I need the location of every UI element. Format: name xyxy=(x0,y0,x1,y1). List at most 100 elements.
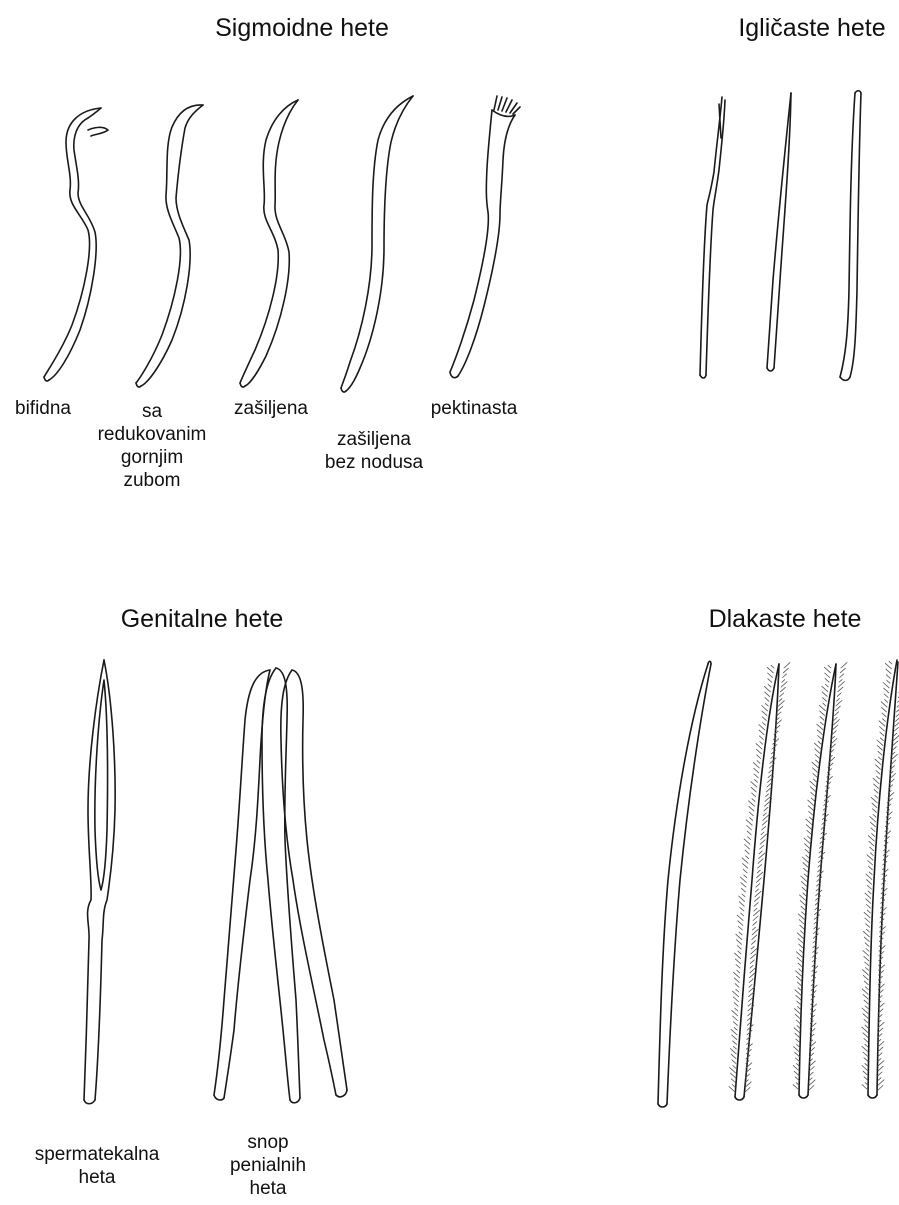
bristle xyxy=(837,699,840,702)
bristle xyxy=(867,880,872,885)
bristle xyxy=(795,1033,800,1038)
bristle xyxy=(863,995,868,1000)
sigmoid-chaeta-bifid xyxy=(44,108,108,381)
bristle xyxy=(767,667,773,672)
bristle xyxy=(800,950,803,953)
bristle xyxy=(817,724,823,729)
bristle xyxy=(823,698,827,702)
bristle xyxy=(876,765,881,770)
bristle xyxy=(754,768,759,773)
bristle xyxy=(777,712,781,716)
bristle xyxy=(878,1066,883,1071)
bristle xyxy=(886,669,891,674)
bristle xyxy=(734,978,739,983)
bristle xyxy=(840,674,844,678)
bristle xyxy=(754,903,758,907)
bristle xyxy=(884,694,888,698)
bristle xyxy=(868,891,871,894)
bristle xyxy=(744,875,747,878)
bristle xyxy=(739,902,744,907)
bristle xyxy=(839,680,842,683)
bristle xyxy=(747,831,751,835)
bristle xyxy=(730,1049,736,1054)
bristle xyxy=(865,943,869,947)
bristle xyxy=(803,893,806,896)
bristle xyxy=(783,674,787,678)
bristle xyxy=(735,984,739,988)
bristle xyxy=(799,944,803,948)
bristle xyxy=(824,667,830,672)
bristle xyxy=(751,954,756,959)
bristle xyxy=(748,998,752,1002)
bristle xyxy=(731,1079,735,1083)
bristle xyxy=(894,727,898,731)
bristle xyxy=(796,971,802,976)
bristle xyxy=(795,1009,801,1014)
bristle xyxy=(878,757,881,760)
bristle xyxy=(800,895,806,900)
bristle xyxy=(762,821,767,826)
bristle xyxy=(806,855,809,858)
bristle xyxy=(797,1001,801,1005)
sigmoid-chaeta-pointed xyxy=(240,100,298,387)
bristle xyxy=(766,788,770,792)
bristle xyxy=(732,1085,735,1088)
bristle xyxy=(733,1016,738,1021)
bristle xyxy=(797,958,802,963)
bristle xyxy=(747,1023,750,1026)
bristle xyxy=(729,1087,735,1092)
hair-chaeta-3 xyxy=(793,663,847,1098)
bristle xyxy=(868,866,872,870)
bristle xyxy=(755,891,761,896)
bristle xyxy=(737,940,742,945)
bristle xyxy=(754,908,757,911)
bristle xyxy=(804,838,810,843)
bristle xyxy=(732,1010,738,1015)
bristle xyxy=(813,779,816,782)
bristle xyxy=(797,933,803,938)
bristle xyxy=(752,929,758,934)
bristle xyxy=(813,768,818,773)
bristle xyxy=(762,706,768,711)
bristle xyxy=(863,1052,868,1057)
bristle xyxy=(881,702,887,707)
bristle xyxy=(862,1008,868,1013)
bristle xyxy=(806,825,811,830)
bristle xyxy=(747,826,752,831)
bristle xyxy=(801,876,807,881)
hair-chaeta-1 xyxy=(658,661,711,1107)
bristle xyxy=(883,719,886,722)
bristle xyxy=(820,722,823,725)
bristle xyxy=(752,793,756,797)
bristle xyxy=(892,747,896,751)
bristle xyxy=(817,730,822,735)
bristle xyxy=(864,956,869,961)
bristle xyxy=(759,725,765,730)
bristle xyxy=(882,713,886,717)
bristle xyxy=(737,915,743,920)
bristle xyxy=(814,743,820,748)
bristle xyxy=(768,775,771,778)
bristle xyxy=(882,707,887,712)
bristle xyxy=(823,703,826,706)
bristle xyxy=(798,988,801,991)
bristle xyxy=(864,1058,868,1062)
bristle xyxy=(863,1014,868,1019)
bristle xyxy=(864,937,869,942)
bristle xyxy=(865,962,869,966)
bristle xyxy=(869,841,874,846)
bristle xyxy=(865,918,870,923)
bristle xyxy=(837,693,841,697)
bristle xyxy=(864,1019,868,1023)
bristle xyxy=(875,759,881,764)
bristle xyxy=(739,932,742,935)
bristle xyxy=(802,882,807,887)
bristle xyxy=(765,802,770,807)
bristle xyxy=(864,981,868,985)
bristle xyxy=(759,853,765,858)
bristle xyxy=(828,665,831,668)
bristle xyxy=(889,661,892,664)
bristle xyxy=(783,668,788,673)
bristle xyxy=(873,815,876,818)
bristle xyxy=(872,834,875,837)
